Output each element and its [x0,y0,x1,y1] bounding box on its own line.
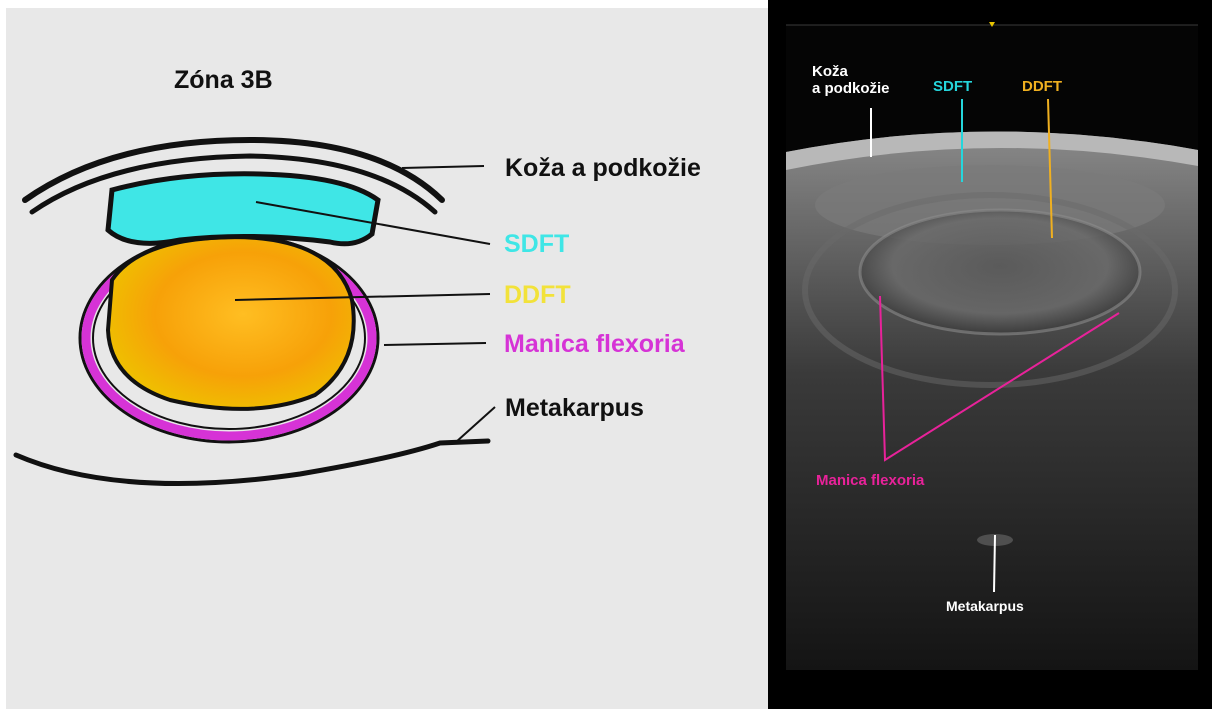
leader-metakarpus [456,407,495,442]
label-sdft: SDFT [504,230,569,259]
label-metakarpus: Metakarpus [505,394,644,423]
sdft-shape [108,174,378,244]
metacarpus-line [16,441,488,484]
us-label-metakarpus: Metakarpus [946,598,1024,614]
us-label-manica: Manica flexoria [816,472,924,489]
us-label-skin: Koža a podkožie [812,63,890,97]
ultrasound-image [786,22,1198,670]
label-skin: Koža a podkožie [505,154,701,183]
ddft-shape [108,237,354,409]
sketch-drawing [16,140,495,484]
us-label-sdft: SDFT [933,78,972,95]
leader-skin [402,166,484,168]
label-manica: Manica flexoria [504,330,685,359]
us-label-ddft: DDFT [1022,78,1062,95]
leader-manica [384,343,486,345]
label-ddft: DDFT [504,281,571,310]
us-label-skin-line2: a podkožie [812,80,890,97]
us-label-skin-line1: Koža [812,63,890,80]
us-line-metakarpus [994,535,995,592]
diagram-title: Zóna 3B [174,66,273,95]
